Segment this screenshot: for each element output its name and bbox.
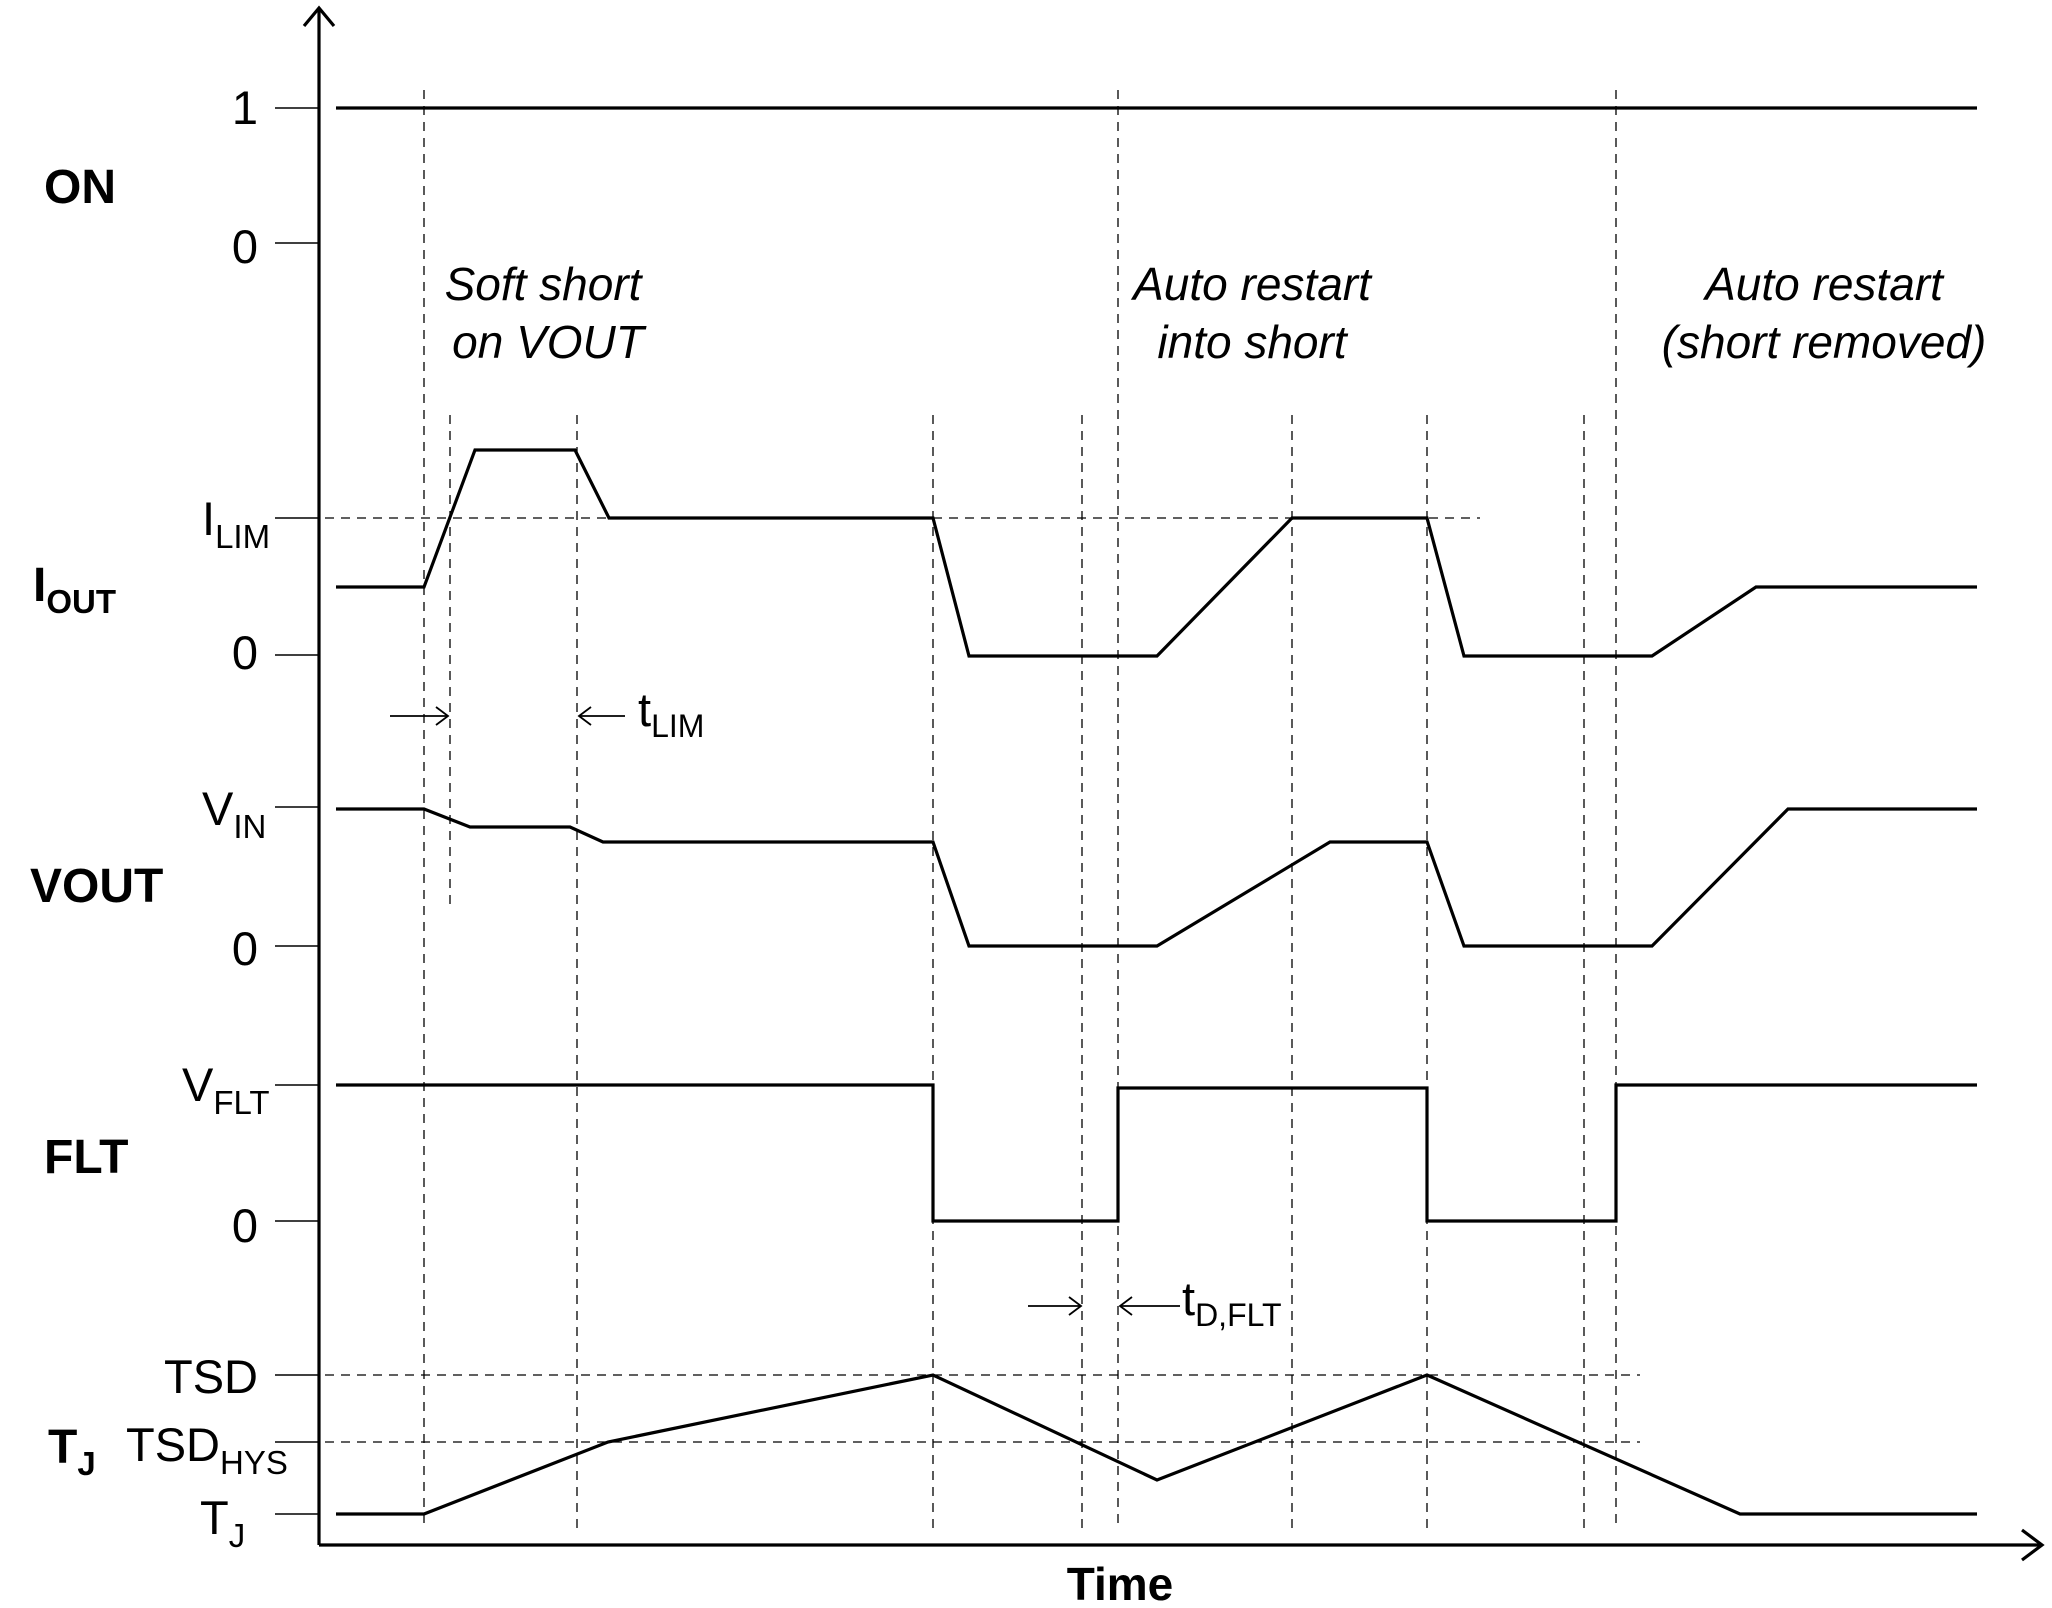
on-level-high: 1	[232, 81, 258, 134]
x-axis-label: Time	[1067, 1558, 1174, 1608]
level-ticks	[275, 107, 319, 1515]
y-axis-arrowhead	[302, 5, 336, 28]
annotation-restart-short-removed: Auto restart (short removed)	[1662, 258, 1987, 368]
iout-waveform	[336, 448, 1977, 658]
vout-level-high: VIN	[202, 782, 266, 845]
flt-level-high: VFLT	[182, 1058, 270, 1121]
signal-name-flt: FLT	[44, 1131, 128, 1184]
svg-text:Auto restart: Auto restart	[1130, 258, 1373, 310]
tdflt-label: tD,FLT	[1182, 1272, 1282, 1333]
annotation-restart-into-short: Auto restart into short	[1130, 258, 1373, 368]
tj-waveform	[336, 1373, 1977, 1516]
tj-level-tsd-hys: TSDHYS	[126, 1418, 288, 1481]
signal-name-tj: TJ	[48, 1421, 96, 1482]
svg-text:on VOUT: on VOUT	[452, 316, 647, 368]
svg-text:Auto restart: Auto restart	[1702, 258, 1945, 310]
vout-waveform	[336, 807, 1977, 948]
axes: Time	[302, 5, 2045, 1608]
flt-waveform	[336, 1083, 1977, 1223]
iout-level-high: ILIM	[202, 492, 270, 555]
tj-level-tj: TJ	[200, 1491, 245, 1554]
svg-text:into short: into short	[1157, 316, 1348, 368]
signal-name-on: ON	[44, 161, 116, 214]
tlim-label: tLIM	[638, 683, 704, 744]
iout-level-low: 0	[232, 626, 258, 679]
annotation-soft-short: Soft short on VOUT	[445, 258, 647, 368]
vout-level-low: 0	[232, 922, 258, 975]
x-axis-arrowhead	[2021, 1528, 2045, 1562]
svg-text:(short removed): (short removed)	[1662, 316, 1987, 368]
flt-level-low: 0	[232, 1199, 258, 1252]
signal-name-vout: VOUT	[30, 860, 163, 913]
signal-name-iout: IOUT	[33, 559, 116, 620]
on-level-low: 0	[232, 220, 258, 273]
waveforms	[336, 106, 1977, 1516]
svg-text:Soft short: Soft short	[445, 258, 644, 310]
time-markers	[423, 90, 1617, 1530]
tj-level-tsd: TSD	[164, 1350, 258, 1403]
timing-arrows	[390, 706, 1180, 1316]
